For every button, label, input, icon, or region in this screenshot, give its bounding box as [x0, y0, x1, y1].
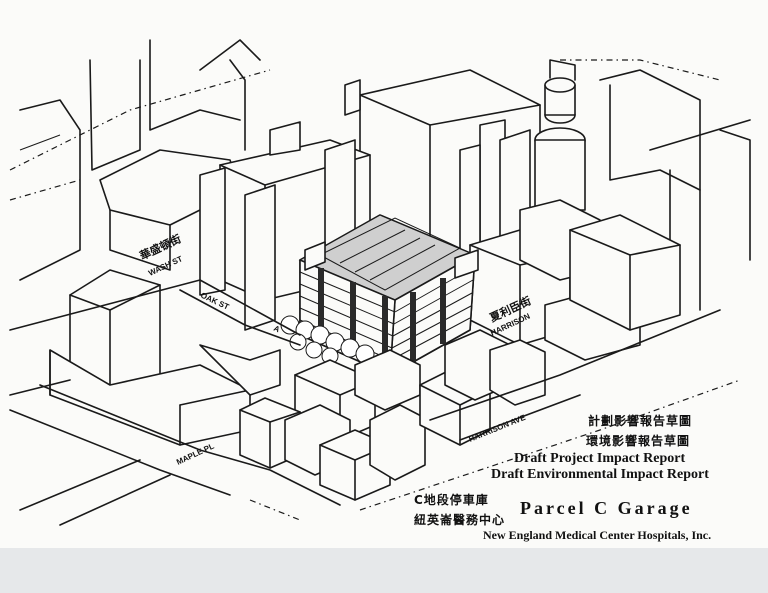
street-label-partial: A [272, 324, 281, 335]
street-trees [280, 315, 375, 365]
parcel-c-garage-title: Parcel C Garage [520, 498, 693, 518]
parcel-c-garage [298, 214, 479, 376]
parcel-c-garage-cn: C地段停車庫 [414, 493, 489, 507]
row-houses [239, 329, 546, 501]
draft-environmental-impact-report: Draft Environmental Impact Report [491, 467, 709, 482]
hospital-name: New England Medical Center Hospitals, In… [483, 528, 712, 542]
buildings-right-middle [469, 199, 681, 361]
project-impact-report-cn: 計劃影響報告草圖 [588, 414, 693, 428]
axonometric-site-drawing: 華盛頓街 WASH ST OAK ST A 夏利臣街 HARRISON HARR… [9, 39, 751, 526]
hospital-name-cn: 紐英崙醫務中心 [414, 513, 506, 527]
draft-project-impact-report: Draft Project Impact Report [514, 451, 686, 466]
background-buildings-right [560, 59, 751, 311]
bottom-band [0, 548, 768, 593]
tower-buildings [199, 59, 586, 331]
street-curbs [9, 279, 741, 526]
buildings-left-foreground [49, 269, 281, 446]
environmental-impact-report-cn: 環境影響報告草圖 [586, 434, 691, 448]
